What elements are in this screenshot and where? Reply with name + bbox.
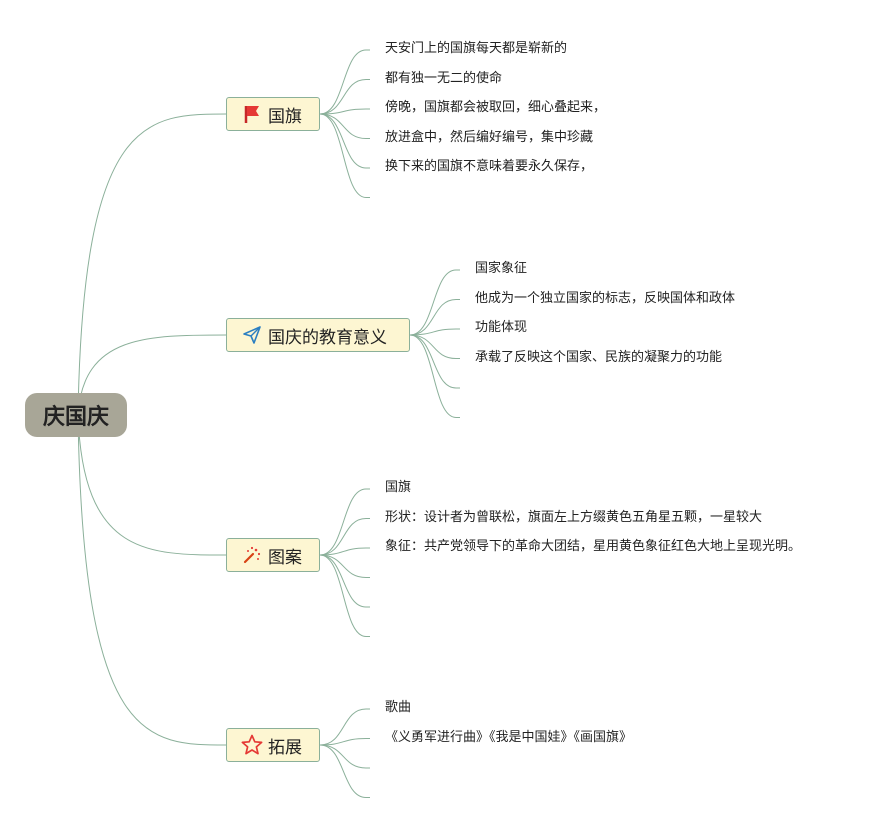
leaf-connector-line <box>319 108 370 115</box>
leaf-item[interactable]: 承载了反映这个国家、民族的凝聚力的功能 <box>475 349 723 365</box>
leaf-connector-line <box>319 744 370 769</box>
leaf-connector-line <box>319 49 370 115</box>
leaf-connector-line <box>319 744 370 798</box>
leaf-connector-line <box>409 334 460 418</box>
leaf-item[interactable]: 他成为一个独立国家的标志，反映国体和政体 <box>475 290 736 306</box>
leaf-connector-line <box>319 113 370 198</box>
leaf-item[interactable]: 放进盒中，然后编好编号，集中珍藏 <box>385 129 594 145</box>
leaf-connector-line <box>409 334 460 359</box>
topic-national-flag[interactable]: 国旗 <box>226 97 320 131</box>
topic-label: 拓展 <box>268 737 302 758</box>
leaf-connector-line <box>319 738 370 746</box>
root-branch-line <box>77 334 228 416</box>
leaf-connector-line <box>319 79 370 115</box>
paper-plane-icon <box>241 324 263 346</box>
leaf-connector-line <box>319 708 370 746</box>
topic-label: 图案 <box>268 547 302 568</box>
topic-label: 国庆的教育意义 <box>268 327 387 348</box>
topic-pattern[interactable]: 图案 <box>226 538 320 572</box>
leaf-item[interactable]: 傍晚，国旗都会被取回，细心叠起来， <box>385 100 607 115</box>
leaf-connector-line <box>319 554 370 637</box>
topic-education-meaning[interactable]: 国庆的教育意义 <box>226 318 410 352</box>
leaf-item[interactable]: 国旗 <box>385 480 412 495</box>
leaf-connector-line <box>319 113 370 169</box>
leaf-connector-line <box>319 554 370 578</box>
leaf-connector-line <box>319 518 370 556</box>
leaf-item[interactable]: 象征：共产党领导下的革命大团结，星用黄色象征红色大地上呈现光明。 <box>385 539 802 554</box>
root-topic[interactable]: 庆国庆 <box>25 393 127 437</box>
star-outline-icon <box>241 734 263 756</box>
leaf-item[interactable]: 功能体现 <box>475 320 528 335</box>
leaf-connector-line <box>409 269 460 336</box>
leaf-item[interactable]: 国家象征 <box>475 261 528 276</box>
leaf-item[interactable]: 天安门上的国旗每天都是崭新的 <box>385 41 568 56</box>
root-branch-line <box>77 414 228 556</box>
leaf-item[interactable]: 形状：设计者为曾联松，旗面左上方缀黄色五角星五颗，一星较大 <box>385 509 763 525</box>
red-flag-icon <box>241 103 263 125</box>
magic-wand-icon <box>241 544 263 566</box>
leaf-connector-line <box>409 299 460 336</box>
root-topic-label: 庆国庆 <box>42 405 109 430</box>
topic-label: 国旗 <box>268 106 302 127</box>
leaf-item[interactable]: 《义勇军进行曲》《我是中国娃》《画国旗》 <box>385 729 633 745</box>
leaf-item[interactable]: 歌曲 <box>385 700 412 715</box>
leaf-connector-line <box>319 113 370 139</box>
leaf-item[interactable]: 都有独一无二的使命 <box>385 70 503 86</box>
leaf-item[interactable]: 换下来的国旗不意味着要永久保存， <box>385 159 594 174</box>
root-branch-line <box>77 113 228 416</box>
leaf-connector-line <box>409 334 460 389</box>
leaf-connector-line <box>319 547 370 556</box>
leaf-connector-line <box>409 328 460 336</box>
leaf-connector-line <box>319 554 370 608</box>
root-branch-line <box>77 414 228 746</box>
topic-extension[interactable]: 拓展 <box>226 728 320 762</box>
leaf-connector-line <box>319 488 370 556</box>
